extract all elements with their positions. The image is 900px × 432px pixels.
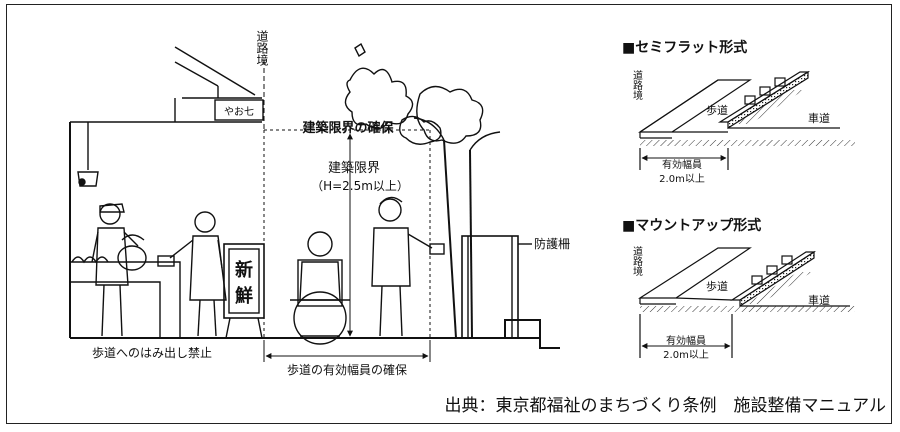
- mountup-roadway: 車道: [808, 293, 830, 307]
- wheelchair-user-figure: [290, 231, 350, 345]
- semiflat-road-boundary: 道路境: [631, 69, 643, 101]
- mountup-title: ■マウントアップ形式: [622, 217, 761, 234]
- building-limit-zone: [263, 129, 431, 338]
- mountup-inset: [637, 247, 855, 358]
- standing-man-figure: [371, 196, 445, 337]
- semiflat-curb-blocks: [717, 70, 811, 130]
- building-limit-height-label: （H=2.5m以上）: [311, 179, 409, 193]
- guard-fence: [461, 235, 532, 339]
- shop-sign-label: やお七: [224, 106, 254, 118]
- mountup-sidewalk: 歩道: [706, 279, 728, 293]
- mountup-curb-blocks: [729, 250, 817, 308]
- no-overhang-label: 歩道へのはみ出し禁止: [92, 345, 212, 360]
- fresh-sign-char-2: 鮮: [235, 285, 253, 307]
- semiflat-inset: [638, 70, 855, 170]
- fresh-sign-char-1: 新: [235, 259, 253, 281]
- produce-counter: [69, 256, 181, 339]
- figure-frame: [6, 4, 892, 424]
- shopkeeper-figure: [91, 203, 147, 337]
- source-caption: 出典：東京都福祉のまちづくり条例 施設整備マニュアル: [445, 396, 887, 416]
- semiflat-min-width: 2.0m以上: [659, 173, 705, 185]
- mountup-min-width: 2.0m以上: [663, 349, 709, 361]
- semiflat-eff-width: 有効幅員: [662, 158, 702, 171]
- road-boundary-label: 道路境: [255, 30, 269, 66]
- semiflat-sidewalk: 歩道: [706, 103, 728, 117]
- guard-fence-label: 防護柵: [534, 236, 570, 251]
- main-scene: [69, 42, 560, 362]
- street-tree: [344, 42, 501, 339]
- hanging-scale-icon: [77, 122, 99, 187]
- curb-step: [504, 319, 560, 349]
- mountup-eff-width: 有効幅員: [666, 334, 706, 347]
- shop-building: [69, 46, 264, 338]
- mountup-road-boundary: 道路境: [631, 245, 643, 277]
- building-limit-label: 建築限界: [328, 161, 380, 176]
- building-limit-secure-label: 建築限界の確保: [302, 120, 394, 136]
- customer-figure: [157, 211, 227, 337]
- semiflat-roadway: 車道: [808, 111, 830, 125]
- width-secure-label: 歩道の有効幅員の確保: [287, 362, 407, 377]
- semiflat-title: ■セミフラット形式: [622, 39, 747, 56]
